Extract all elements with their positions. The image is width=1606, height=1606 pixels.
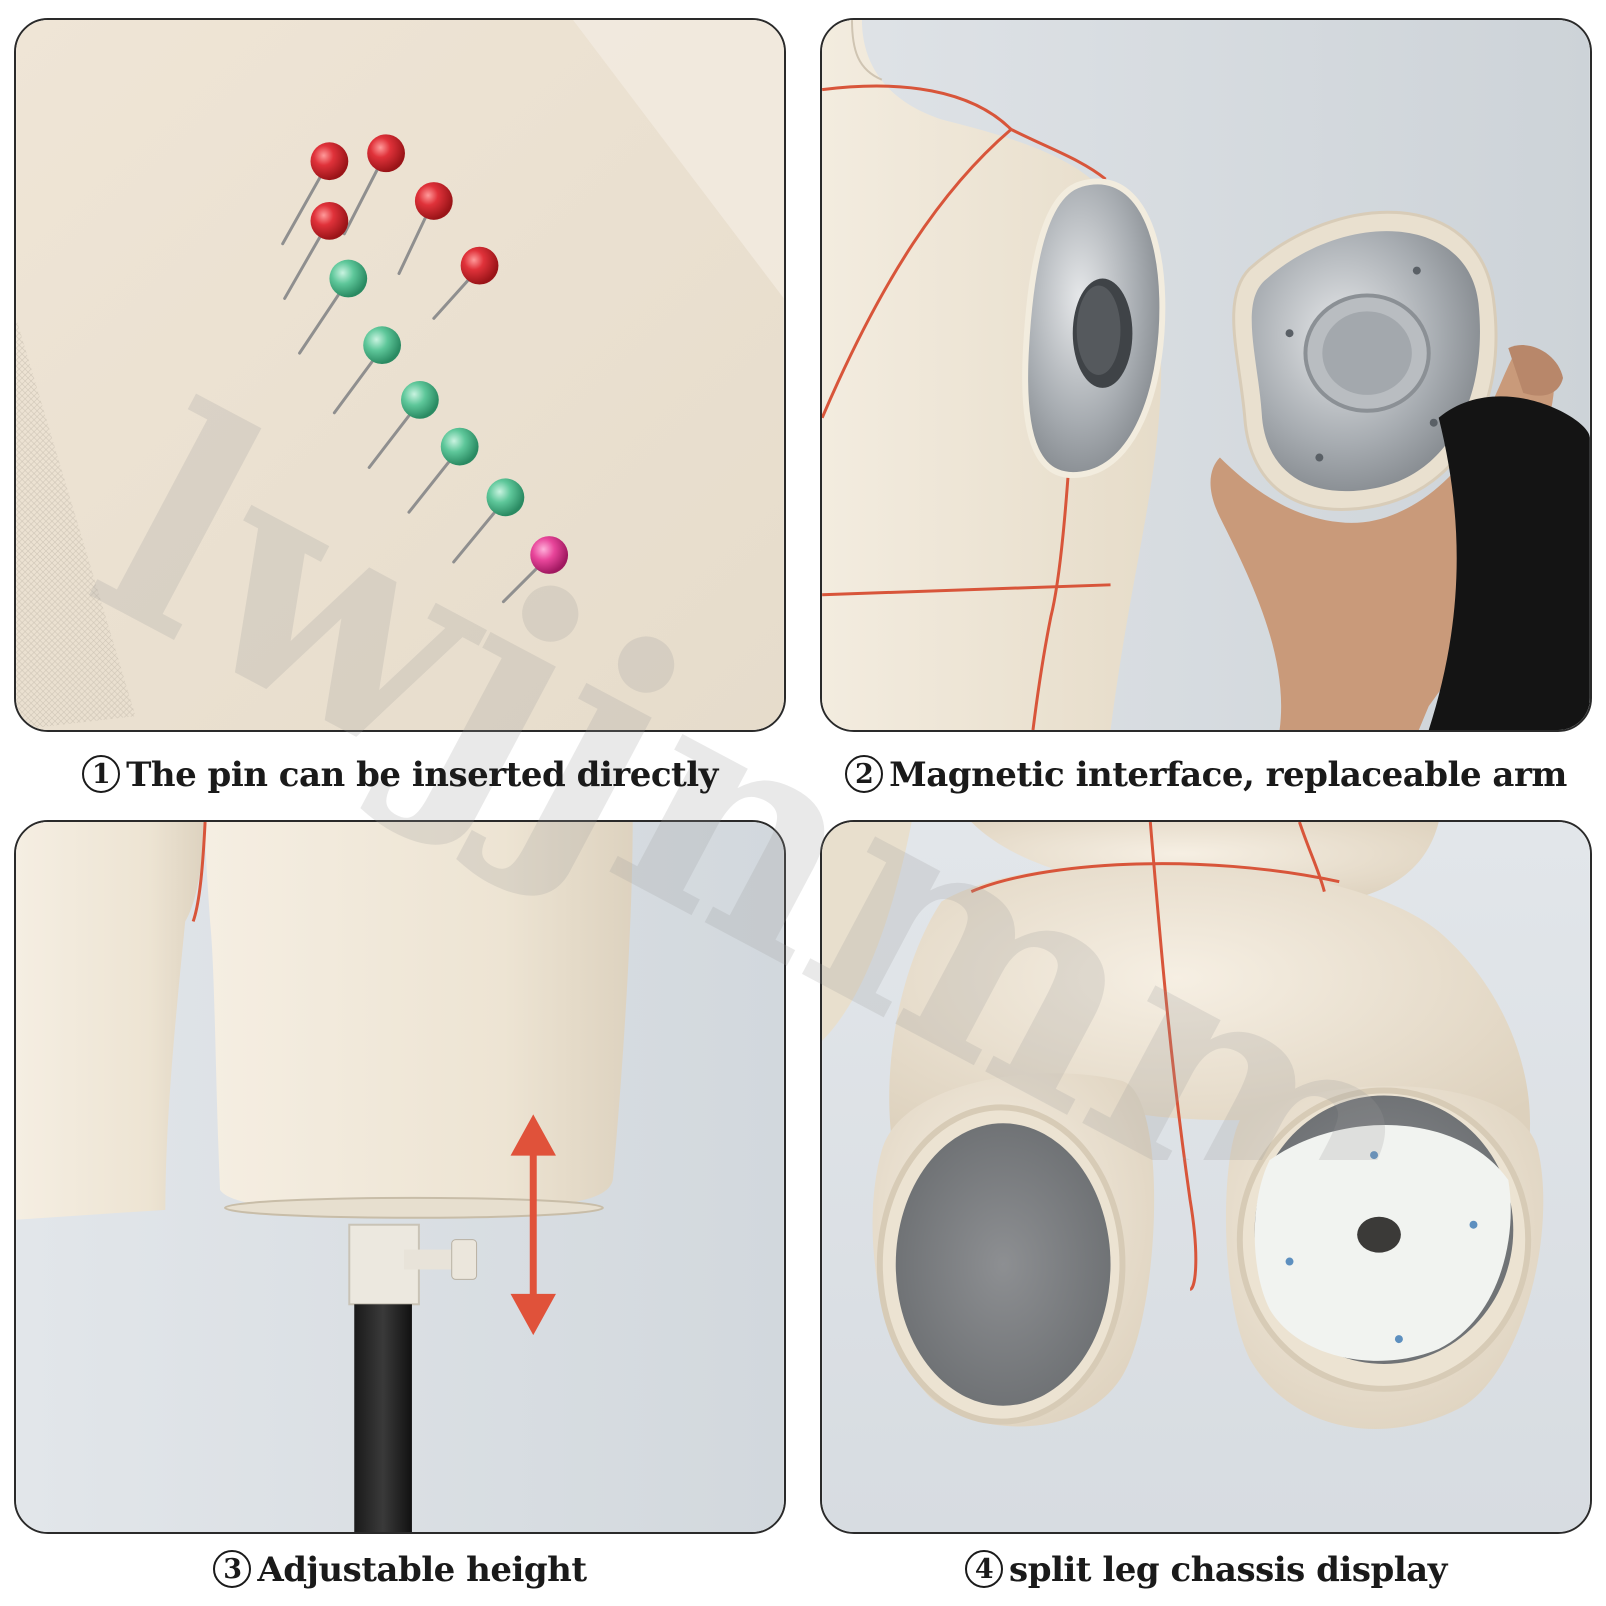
caption-number: 4: [965, 1550, 1004, 1588]
caption-number: 3: [213, 1550, 252, 1588]
adjustable-height-photo-panel: [14, 820, 786, 1534]
caption-text: Adjustable height: [257, 1550, 587, 1590]
pins-photo: [16, 20, 784, 730]
caption-text: split leg chassis display: [1009, 1550, 1447, 1590]
caption-number: 1: [82, 755, 121, 793]
caption-text: The pin can be inserted directly: [126, 755, 718, 795]
split-leg-photo: [822, 822, 1590, 1532]
pins-photo-panel: [14, 18, 786, 732]
pin-heads: [310, 134, 569, 574]
caption-text: Magnetic interface, replaceable arm: [889, 755, 1567, 795]
caption-number: 2: [845, 755, 884, 793]
split-leg-photo-panel: [820, 820, 1592, 1534]
adjustable-height-photo: [16, 822, 784, 1532]
magnetic-arm-photo: [822, 20, 1590, 730]
height-arrow: [510, 1114, 556, 1336]
magnetic-arm-photo-panel: [820, 18, 1592, 732]
